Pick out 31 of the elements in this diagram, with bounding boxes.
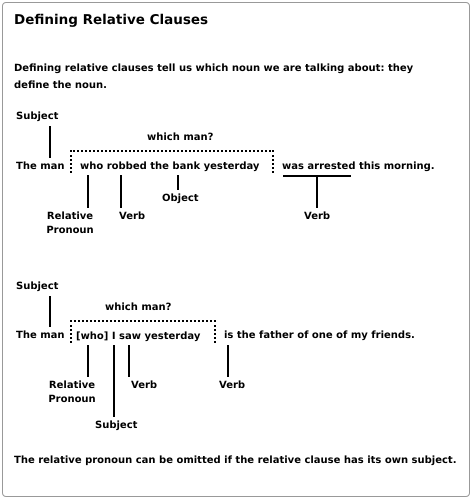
question-label: which man? — [105, 301, 172, 315]
leader-line — [113, 345, 115, 417]
leader-line — [227, 345, 229, 377]
sentence-text: The man — [16, 329, 64, 343]
leader-line — [49, 126, 51, 158]
leader-line — [120, 175, 122, 208]
title: Defining Relative Clauses — [14, 13, 208, 27]
question-label: which man? — [147, 131, 214, 145]
leader-line — [49, 296, 51, 327]
grammar-label: Verb — [119, 210, 146, 224]
leader-line — [128, 345, 130, 377]
clause-text: [who] I saw yesterday — [76, 330, 200, 344]
sentence-text: was arrested this morning. — [282, 160, 435, 174]
leader-line — [177, 175, 179, 190]
grammar-label: Subject — [16, 110, 58, 124]
sentence-text: is the father of one of my friends. — [224, 329, 415, 343]
grammar-label: Object — [162, 192, 199, 206]
note-text: Defining relative clauses tell us which noun we are talking about: they define the noun. — [14, 62, 414, 93]
grammar-label: Relative Pronoun — [46, 379, 98, 407]
leader-line — [282, 175, 352, 209]
grammar-label: Subject — [95, 419, 138, 433]
sentence-text: The man — [16, 160, 64, 174]
leader-line — [87, 345, 89, 377]
grammar-label: Verb — [219, 379, 246, 393]
grammar-label: Subject — [16, 280, 58, 294]
grammar-label: Relative Pronoun — [44, 210, 96, 238]
note-text: The relative pronoun can be omitted if the relative clause has its own subject. — [14, 454, 458, 468]
clause-text: who robbed the bank yesterday — [80, 160, 260, 174]
leader-line — [87, 175, 89, 208]
grammar-label: Verb — [131, 379, 158, 393]
grammar-label: Verb — [304, 210, 330, 224]
